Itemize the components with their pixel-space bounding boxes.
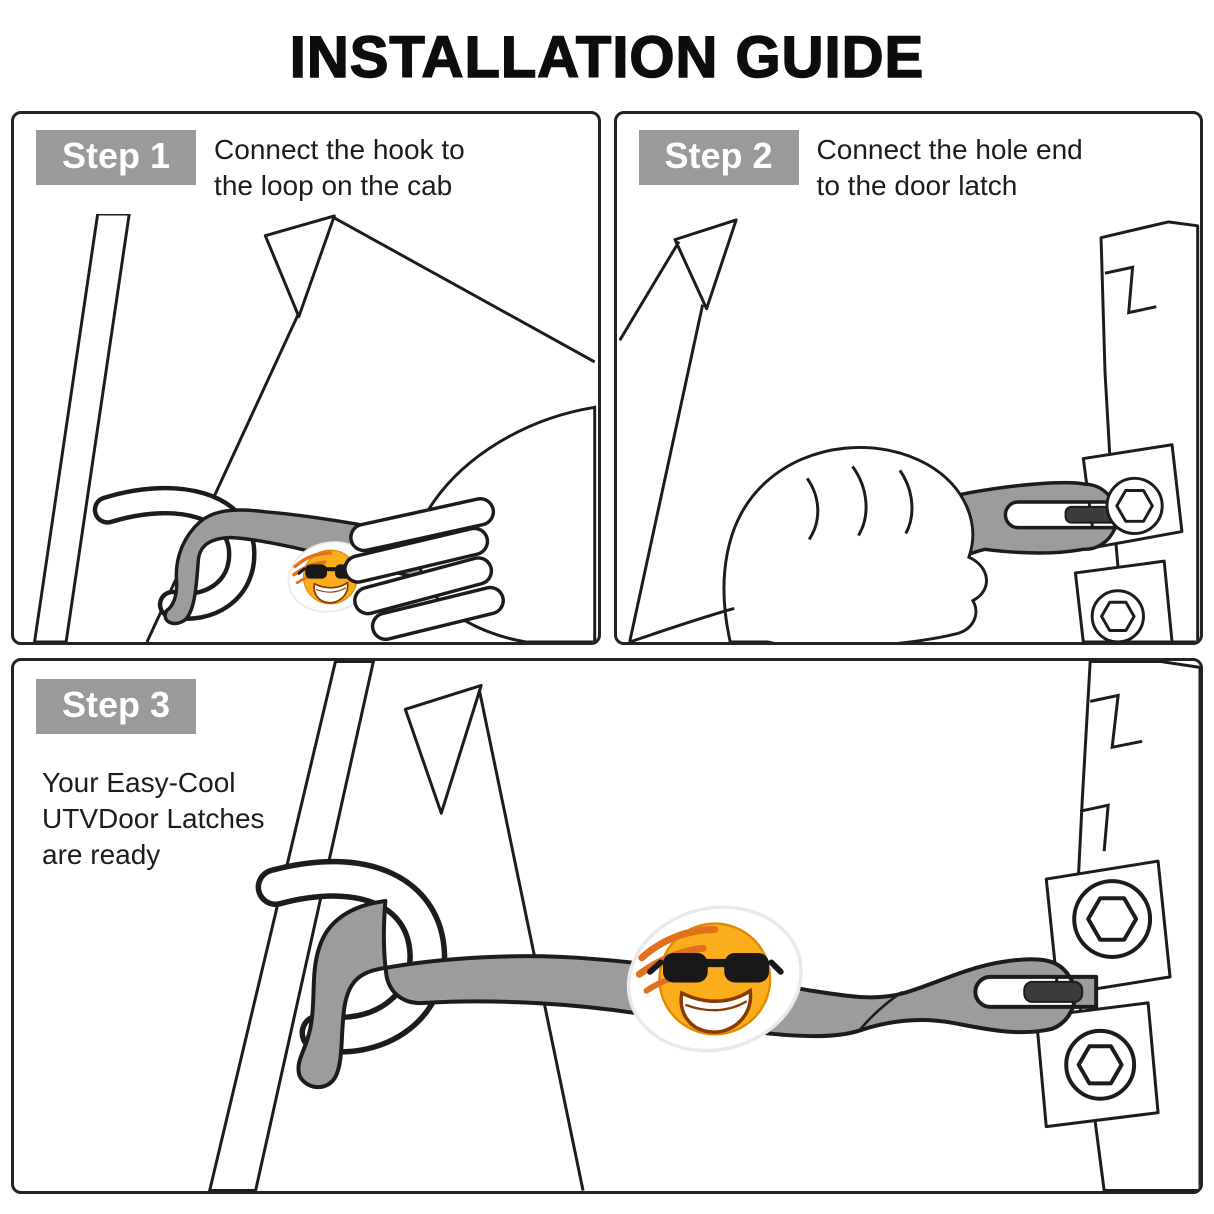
step-1-badge-label: Step 1 [62, 135, 171, 176]
sunglasses-icon [662, 952, 770, 983]
cab-loop [255, 859, 448, 1055]
cab-frame [208, 661, 585, 1191]
step-2-badge-label: Step 2 [664, 135, 773, 176]
step-1-illustration [33, 214, 597, 642]
step-2-description: Connect the hole end to the door latch [816, 134, 1083, 201]
latch-pin [1023, 980, 1084, 1003]
cab-loop [92, 485, 257, 621]
hand [343, 405, 597, 642]
step-2-badge: Step 2 [638, 130, 799, 185]
hex-bolt-upper [1072, 879, 1153, 959]
hex-bolt-lower [1090, 589, 1145, 642]
cab-frame [33, 214, 596, 642]
hand [628, 445, 988, 642]
cab-frame [618, 218, 738, 642]
step-3-illustration [208, 661, 1200, 1191]
top-row: Step 1 Connect the hook to the loop on t… [11, 111, 1203, 645]
step-3-panel: Step 3 Your Easy-Cool UTVDoor Latches ar… [11, 658, 1203, 1194]
step-1-panel: Step 1 Connect the hook to the loop on t… [11, 111, 601, 645]
page-title: INSTALLATION GUIDE [289, 24, 925, 91]
step-2-panel: Step 2 Connect the hole end to the door … [613, 111, 1203, 645]
step-3-badge-label: Step 3 [62, 684, 171, 725]
smiley-logo-icon [626, 905, 803, 1053]
step-2-header: Step 2 Connect the hole end to the door … [617, 114, 1201, 204]
step-1-description: Connect the hook to the loop on the cab [214, 134, 465, 201]
step-1-header: Step 1 Connect the hook to the loop on t… [14, 114, 598, 204]
step-3-badge: Step 3 [36, 679, 197, 734]
step-3-description: Your Easy-Cool UTVDoor Latches are ready [42, 767, 265, 870]
step-1-badge: Step 1 [36, 130, 197, 185]
step-2-illustration [618, 218, 1199, 642]
hex-bolt-lower [1064, 1028, 1137, 1101]
hex-bolt-upper [1104, 476, 1164, 535]
